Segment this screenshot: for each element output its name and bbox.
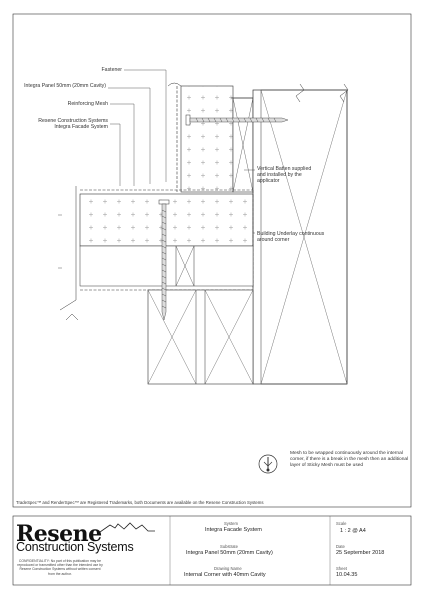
logo-resene: Resene (16, 521, 102, 547)
system-value: Integra Facade System (205, 527, 262, 533)
vertical-panel (167, 82, 234, 193)
label-integra-panel: Integra Panel 50mm (20mm Cavity) (24, 83, 106, 89)
substrate-value: Integra Panel 50mm (20mm Cavity) (186, 550, 273, 556)
title-block-border (12, 515, 412, 586)
substrate-label: Substrate (220, 544, 238, 549)
label-integra-facade: Integra Facade System (54, 124, 108, 130)
label-vertical-batten: Vertical Batten supplied (257, 166, 312, 172)
timber-framing (231, 83, 349, 385)
logo-skyline (99, 522, 155, 533)
confidentiality-notice: CONFIDENTIALITY: No part of this publica… (17, 559, 103, 576)
sheet-label: Sheet (336, 566, 347, 571)
sheet-border (12, 13, 412, 508)
label-vertical-batten-3: applicator (257, 178, 280, 184)
date-value: 25 September 2018 (336, 550, 385, 556)
drawing-name-label: Drawing Name (214, 566, 242, 571)
scale-value: 1 : 2 @ A4 (340, 528, 366, 534)
drawing-name-value: Internal Corner with 40mm Cavity (184, 572, 266, 578)
lower-framing (65, 289, 254, 385)
fastener-upper (185, 114, 289, 126)
label-resene-system: Resene Construction Systems (38, 118, 108, 124)
fastener-lower (158, 199, 170, 321)
horizontal-batten (79, 245, 254, 287)
system-label: System (224, 521, 238, 526)
label-building-underlay: Building Underlay continuous (257, 231, 325, 237)
mesh-wrap-note: Mesh to be wrapped continuously around t… (290, 451, 409, 468)
label-building-underlay-2: around corner (257, 237, 290, 243)
sheet-value: 10.04.35 (336, 572, 358, 578)
label-fastener: Fastener (101, 67, 122, 73)
date-label: Date (336, 544, 345, 549)
mesh-note-icon (258, 454, 278, 474)
label-reinforcing-mesh: Reinforcing Mesh (67, 101, 108, 107)
label-vertical-batten-2: and installed by the (257, 172, 302, 178)
leader-lines (108, 69, 255, 234)
logo-construction-systems: Construction Systems (16, 540, 134, 554)
scale-label: Scale (336, 521, 347, 526)
trademark-footnote: TradeSpec™ and RenderSpec™ are Registere… (16, 500, 264, 505)
